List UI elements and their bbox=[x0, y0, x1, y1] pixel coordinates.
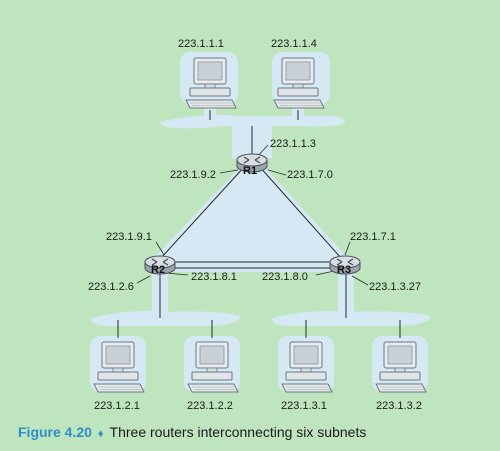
host-label: 223.1.1.1 bbox=[178, 38, 224, 50]
interface-label: 223.1.9.1 bbox=[106, 231, 152, 243]
router-label-r2: R2 bbox=[151, 264, 165, 276]
interface-label: 223.1.1.3 bbox=[270, 138, 316, 150]
leader-lines bbox=[136, 144, 369, 286]
interface-label: 223.1.7.0 bbox=[287, 169, 333, 181]
router-label-r3: R3 bbox=[337, 264, 351, 276]
subnet-halos bbox=[90, 52, 430, 392]
link-r1-r2 bbox=[160, 165, 246, 259]
host-label: 223.1.1.4 bbox=[271, 38, 317, 50]
interface-label: 223.1.9.2 bbox=[170, 169, 216, 181]
host-label: 223.1.2.1 bbox=[94, 400, 140, 412]
host-label: 223.1.2.2 bbox=[187, 400, 233, 412]
interface-label: 223.1.3.27 bbox=[369, 281, 421, 293]
caption-separator: ♦ bbox=[97, 428, 104, 440]
figure-caption: Figure 4.20 ♦ Three routers interconnectin… bbox=[18, 424, 366, 440]
figure-number: Figure 4.20 bbox=[18, 424, 92, 440]
interface-label: 223.1.8.0 bbox=[262, 271, 308, 283]
host-label: 223.1.3.2 bbox=[376, 400, 422, 412]
caption-text: Three routers interconnecting six subnet… bbox=[109, 424, 367, 440]
interface-label: 223.1.2.6 bbox=[88, 281, 134, 293]
link-r1-r3 bbox=[258, 165, 342, 259]
host-label: 223.1.3.1 bbox=[281, 400, 327, 412]
interface-label: 223.1.8.1 bbox=[191, 271, 237, 283]
interface-label: 223.1.7.1 bbox=[350, 231, 396, 243]
router-label-r1: R1 bbox=[243, 165, 257, 177]
